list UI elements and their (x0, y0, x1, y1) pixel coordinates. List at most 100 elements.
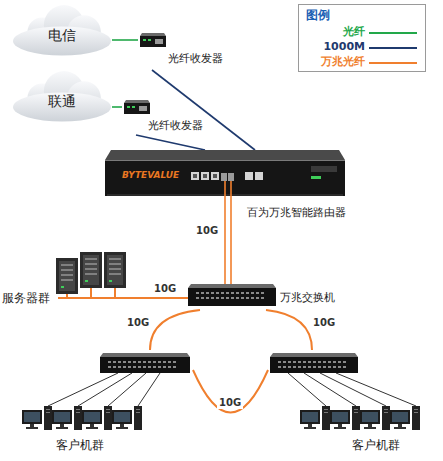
rect-shape (398, 424, 402, 427)
rect-shape (123, 361, 126, 363)
rect-shape (113, 361, 116, 363)
server-group: 服务器群 (2, 248, 142, 307)
rect-shape (116, 427, 128, 429)
path-shape (266, 310, 312, 350)
rect-shape (278, 361, 281, 363)
rect-shape (153, 361, 156, 363)
rect-shape (324, 409, 328, 410)
rect-shape (256, 297, 259, 299)
rect-shape (112, 410, 132, 424)
polygon-shape (105, 150, 345, 160)
rect-shape (59, 261, 75, 291)
rect-shape (343, 361, 346, 363)
rect-shape (82, 410, 102, 424)
rect-shape (221, 297, 224, 299)
rect-shape (173, 361, 176, 363)
rect-shape (113, 366, 116, 368)
node-label: 光纤收发器 (148, 119, 203, 132)
rect-shape (109, 258, 121, 260)
fiber-transceiver: 光纤收发器 (138, 30, 248, 70)
rect-shape (109, 280, 112, 282)
rect-shape (158, 366, 161, 368)
rect-shape (261, 292, 264, 294)
connector (152, 70, 255, 150)
rect-shape (226, 297, 229, 299)
rect-shape (302, 412, 318, 422)
rect-shape (46, 409, 50, 410)
rect-shape (138, 361, 141, 363)
rect-shape (333, 361, 336, 363)
path-shape (225, 222, 231, 284)
edge-label: 10G (125, 317, 151, 329)
rect-shape (168, 366, 171, 368)
rect-shape (74, 406, 82, 430)
rect-shape (76, 412, 80, 413)
rect-shape (109, 268, 121, 270)
polygon-shape (270, 353, 358, 357)
rect-shape (270, 357, 358, 373)
node-label: 百为万兆智能路由器 (247, 206, 346, 219)
rect-shape (354, 412, 358, 413)
rect-shape (196, 292, 199, 294)
path-shape (193, 370, 268, 413)
fiber-transceiver: 光纤收发器 (122, 99, 222, 135)
rect-shape (206, 297, 209, 299)
rect-shape (311, 176, 321, 179)
rect-shape (140, 36, 166, 47)
rect-shape (107, 255, 123, 285)
rect-shape (203, 174, 207, 178)
rect-shape (245, 172, 253, 180)
rect-shape (330, 410, 350, 424)
rect-shape (288, 366, 291, 368)
rect-shape (323, 361, 326, 363)
rect-shape (153, 366, 156, 368)
rect-shape (54, 412, 70, 422)
rect-shape (313, 366, 316, 368)
rect-shape (332, 412, 348, 422)
rect-shape (278, 366, 281, 368)
rect-shape (255, 172, 263, 180)
rect-shape (143, 366, 146, 368)
rect-shape (191, 172, 199, 180)
rect-shape (136, 409, 140, 410)
rect-shape (241, 297, 244, 299)
rect-shape (293, 361, 296, 363)
rect-shape (85, 268, 97, 270)
rect-shape (328, 366, 331, 368)
line-shape (90, 288, 92, 298)
legend-text: 万兆光纤 (321, 55, 365, 68)
rect-shape (90, 424, 94, 427)
line-shape (58, 297, 142, 299)
rect-shape (283, 361, 286, 363)
rect-shape (155, 39, 163, 44)
rect-shape (226, 292, 229, 294)
connector (150, 310, 200, 350)
node-label: 光纤收发器 (168, 52, 223, 65)
node-label: 客户机群 (352, 438, 400, 452)
rect-shape (303, 361, 306, 363)
rect-shape (163, 366, 166, 368)
legend-swatch (369, 62, 417, 64)
rect-shape (80, 252, 102, 288)
rect-shape (188, 288, 276, 306)
rect-shape (311, 166, 337, 172)
rect-shape (133, 361, 136, 363)
rect-shape (338, 361, 341, 363)
rect-shape (158, 361, 161, 363)
rect-shape (201, 297, 204, 299)
connector (142, 298, 188, 299)
legend-title: 图例 (306, 8, 330, 22)
rect-shape (414, 412, 418, 413)
rect-shape (318, 361, 321, 363)
rect-shape (384, 412, 388, 413)
rect-shape (318, 366, 321, 368)
rect-shape (134, 406, 142, 430)
rect-shape (216, 292, 219, 294)
rect-shape (83, 255, 99, 285)
rect-shape (168, 361, 171, 363)
rect-shape (123, 366, 126, 368)
rect-shape (333, 366, 336, 368)
rect-shape (201, 172, 209, 180)
rect-shape (394, 427, 406, 429)
rect-shape (323, 366, 326, 368)
